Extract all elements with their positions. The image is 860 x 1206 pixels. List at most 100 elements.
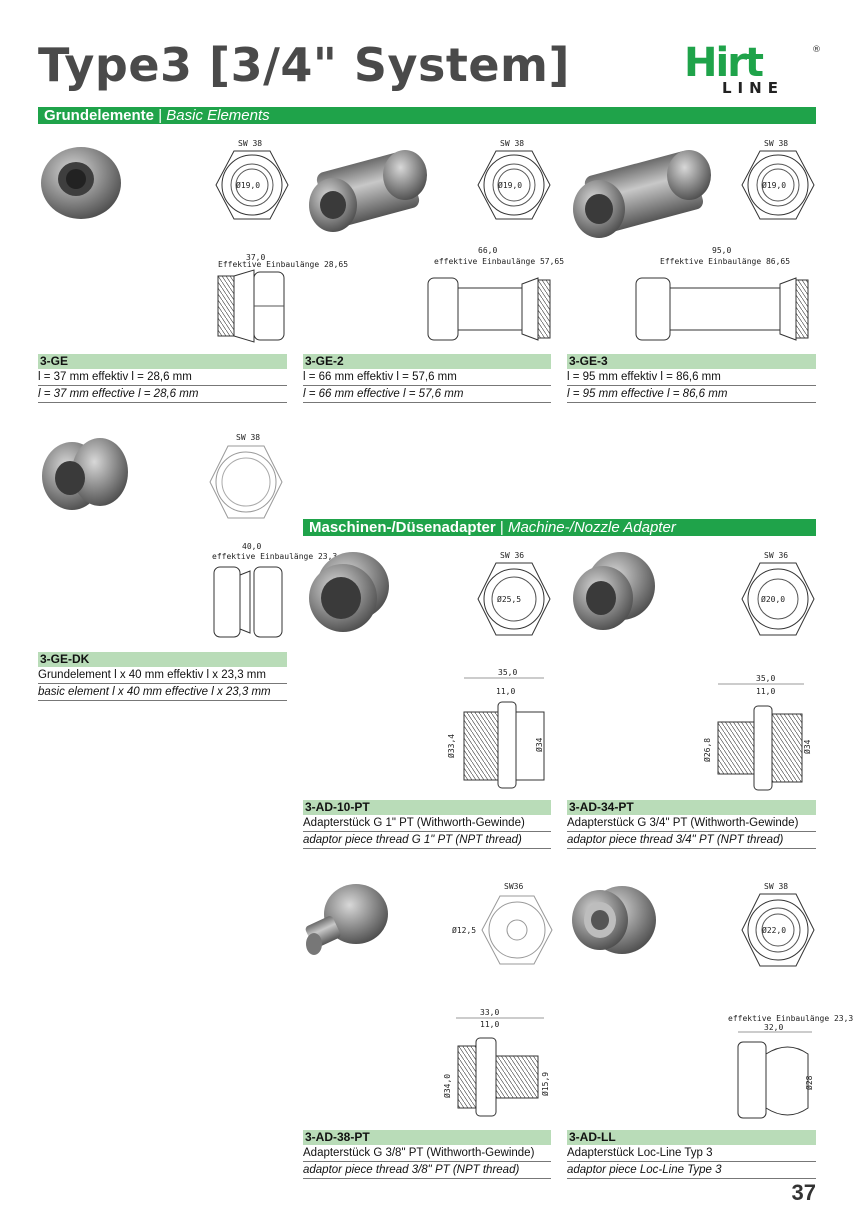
diameter-label: Ø28 [804,1075,814,1090]
product-code: 3-GE [38,354,287,369]
effective-length-label: effektive Einbaulänge 23,3 [728,1014,853,1023]
coupling-3d-image [573,150,711,238]
side-section-drawing: 37,0 Effektive Einbaulänge 28,65 [217,253,348,343]
sw-label: SW 38 [238,139,262,148]
side-section-drawing: effektive Einbaulänge 23,3 32,0 Ø28 [728,1014,853,1119]
product-desc-en: l = 66 mm effective l = 57,6 mm [303,386,551,403]
sw-label: SW 38 [764,139,788,148]
section-header-basic: Grundelemente | Basic Elements [38,107,816,124]
effective-length-label: Effektive Einbaulänge 28,65 [218,260,348,269]
product-desc-en: l = 37 mm effective l = 28,6 mm [38,386,287,403]
product-desc-de: Adapterstück Loc-Line Typ 3 [567,1145,816,1162]
section-title-en: Basic Elements [166,107,270,124]
hex-front-view: SW 38 Ø22,0 [741,882,815,967]
diameter-label: Ø25,5 [497,594,521,604]
diameter-label: Ø20,0 [761,594,785,604]
section-header-adapter: Maschinen-/Düsenadapter | Machine-/Nozzl… [303,519,816,536]
product-caption: 3-GE-DK Grundelement l x 40 mm effektiv … [38,652,287,701]
registered-mark: ® [812,45,821,55]
product-caption: 3-GE-3 l = 95 mm effektiv l = 86,6 mm l … [567,354,816,403]
product-desc-en: l = 95 mm effective l = 86,6 mm [567,386,816,403]
coupling-3d-image [309,150,427,232]
length-label: 35,0 [498,668,517,677]
length-label: 66,0 [478,246,497,255]
hex-front-view: SW 38 Ø19,0 [477,139,551,220]
section-title-en: Machine-/Nozzle Adapter [507,519,676,536]
section-separator: | [495,519,508,536]
diameter-label: Ø19,0 [236,180,260,190]
product-desc-en: adaptor piece thread G 1" PT (NPT thread… [303,832,551,849]
sw-label: SW 36 [500,551,524,560]
product-caption: 3-AD-LL Adapterstück Loc-Line Typ 3 adap… [567,1130,816,1179]
side-section-drawing: 35,0 11,0 Ø33,4 Ø34 [446,668,545,789]
product-desc-en: adaptor piece Loc-Line Type 3 [567,1162,816,1179]
product-code: 3-GE-3 [567,354,816,369]
product-desc-en: adaptor piece thread 3/4" PT (NPT thread… [567,832,816,849]
product-desc-en: adaptor piece thread 3/8" PT (NPT thread… [303,1162,551,1179]
effective-length-label: Effektive Einbaulänge 86,65 [660,257,790,266]
hirt-line-logo: Hirt ® LINE [684,40,821,97]
adapter-3d-image [309,552,389,632]
product-desc-en: basic element l x 40 mm effective l x 23… [38,684,287,701]
adapter-3d-image [573,552,655,630]
hex-front-view: SW 38 Ø19,0 [741,139,815,220]
product-desc-de: Adapterstück G 1" PT (Withworth-Gewinde) [303,815,551,832]
length-label: 32,0 [764,1023,783,1032]
product-desc-de: Adapterstück G 3/8" PT (Withworth-Gewind… [303,1145,551,1162]
hex-front-view: SW36 Ø12,5 [452,882,553,965]
product-caption: 3-AD-10-PT Adapterstück G 1" PT (Withwor… [303,800,551,849]
side-section-drawing: 95,0 Effektive Einbaulänge 86,65 [635,246,809,341]
sw-label: SW 38 [500,139,524,148]
hex-width-label: 11,0 [480,1020,499,1029]
side-section-drawing: 33,0 11,0 Ø34,0 Ø15,9 [442,1008,550,1117]
hex-front-view: SW 38 [209,433,283,519]
hex-front-view: SW 36 Ø20,0 [741,551,815,636]
hex-front-view: SW 38 Ø19,0 [215,139,289,220]
coupling-3d-image [42,438,128,510]
diameter-label: Ø34 [802,739,812,754]
product-code: 3-AD-10-PT [303,800,551,815]
hex-width-label: 11,0 [496,687,515,696]
product-caption: 3-AD-34-PT Adapterstück G 3/4" PT (Withw… [567,800,816,849]
effective-length-label: effektive Einbaulänge 23,3 [212,552,337,561]
diameter-label: Ø34,0 [442,1074,452,1098]
section-title-de: Grundelemente [44,107,155,124]
hex-width-label: 11,0 [756,687,775,696]
product-desc-de: l = 66 mm effektiv l = 57,6 mm [303,369,551,386]
diameter-label: Ø15,9 [540,1072,550,1096]
adapter-3d-image [305,884,388,955]
product-caption: 3-GE-2 l = 66 mm effektiv l = 57,6 mm l … [303,354,551,403]
hex-front-view: SW 36 Ø25,5 [477,551,551,636]
sw-label: SW 38 [764,882,788,891]
length-label: 33,0 [480,1008,499,1017]
section-separator: | [154,107,167,124]
adapter-3d-image [572,886,656,954]
logo-subword: LINE [722,79,784,97]
diameter-label: Ø19,0 [762,180,786,190]
product-desc-de: Adapterstück G 3/4" PT (Withworth-Gewind… [567,815,816,832]
product-desc-de: Grundelement l x 40 mm effektiv l x 23,3… [38,667,287,684]
length-label: 95,0 [712,246,731,255]
diameter-label: Ø22,0 [762,925,786,935]
diameter-label: Ø12,5 [452,925,476,935]
page-title: Type3 [3/4" System] [38,38,571,92]
product-code: 3-GE-2 [303,354,551,369]
coupling-3d-image [41,147,121,219]
sw-label: SW36 [504,882,523,891]
side-section-drawing: 66,0 effektive Einbaulänge 57,65 [427,246,564,341]
page-number: 37 [791,1180,816,1205]
section-title-de: Maschinen-/Düsenadapter [309,519,496,536]
side-section-drawing: 35,0 11,0 Ø26,8 Ø34 [702,674,812,791]
diameter-label: Ø26,8 [702,738,712,762]
length-label: 37,0 [246,253,265,262]
product-caption: 3-AD-38-PT Adapterstück G 3/8" PT (Withw… [303,1130,551,1179]
side-section-drawing: 40,0 effektive Einbaulänge 23,3 [212,542,337,638]
diameter-label: Ø33,4 [446,734,456,758]
product-code: 3-AD-34-PT [567,800,816,815]
sw-label: SW 36 [764,551,788,560]
logo-wordmark: Hirt [684,40,764,86]
sw-label: SW 38 [236,433,260,442]
product-desc-de: l = 37 mm effektiv l = 28,6 mm [38,369,287,386]
effective-length-label: effektive Einbaulänge 57,65 [434,257,564,266]
diameter-label: Ø34 [534,737,544,752]
